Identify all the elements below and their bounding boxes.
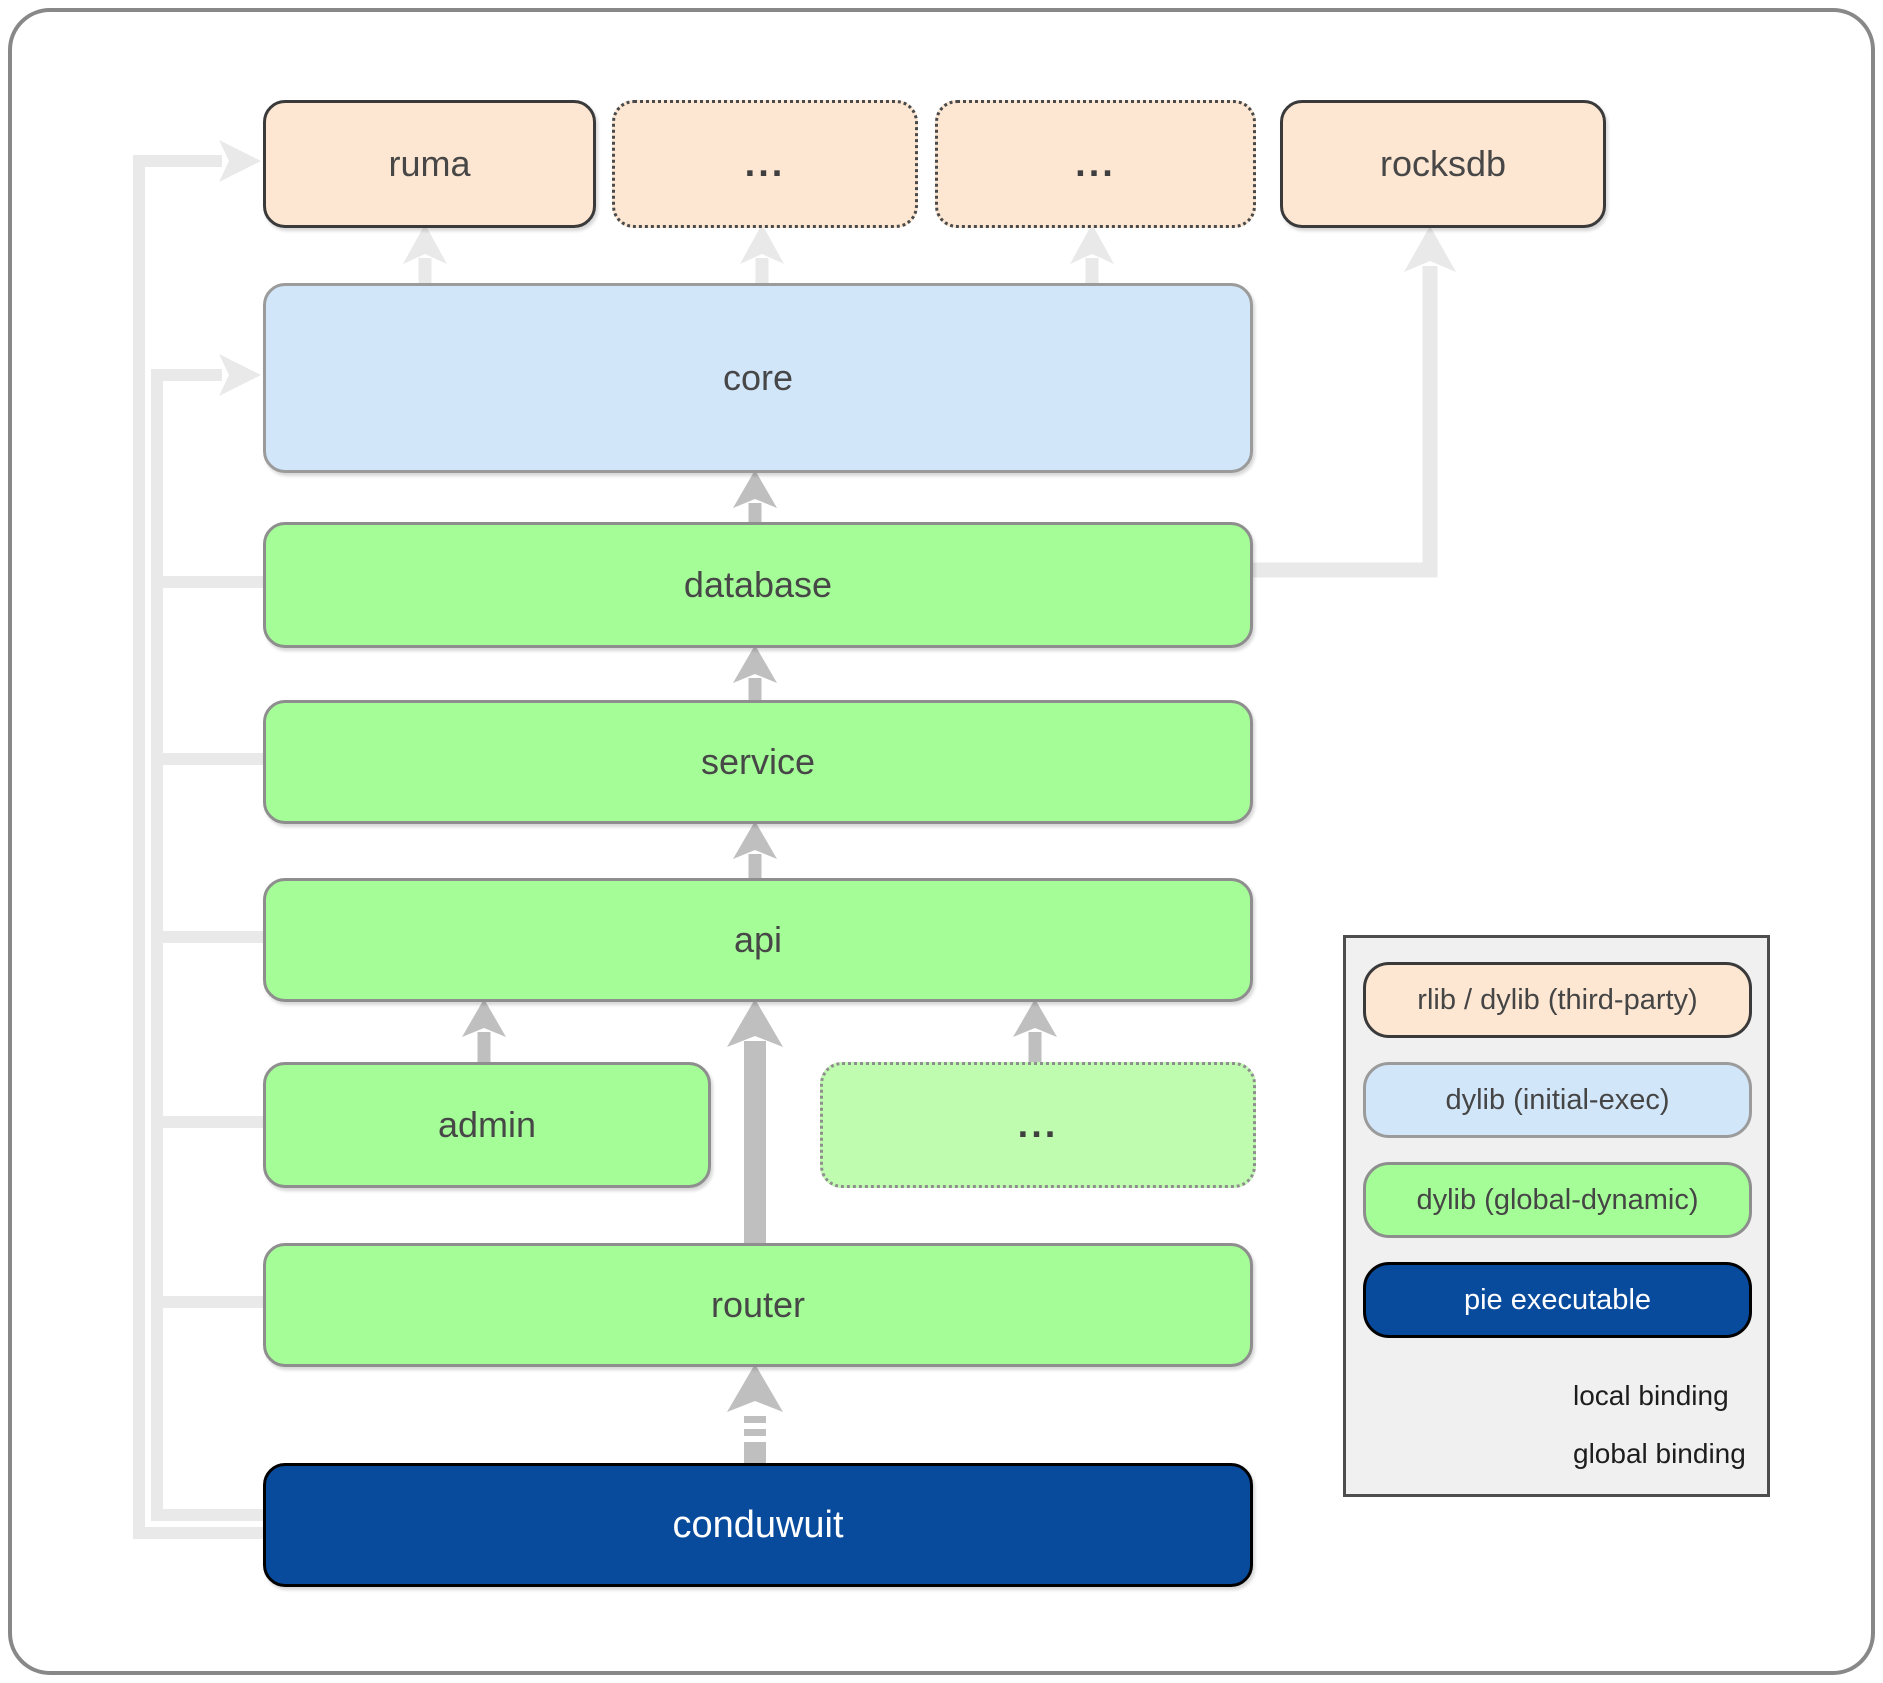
node-third-party-dots-1-label: ... <box>744 142 786 185</box>
legend: rlib / dylib (third-party) dylib (initia… <box>1343 935 1770 1497</box>
node-service-label: service <box>700 741 816 782</box>
node-conduwuit: conduwuit <box>263 1463 1253 1587</box>
legend-item-initial-exec-label: dylib (initial-exec) <box>1445 1083 1670 1116</box>
legend-global-binding-text: global binding <box>1573 1438 1746 1469</box>
legend-item-pie-executable: pie executable <box>1363 1262 1752 1338</box>
arrow-core-to-dots-2 <box>1070 224 1114 283</box>
canvas-border <box>8 8 1875 1675</box>
node-api-label: api <box>733 919 783 960</box>
node-admin: admin <box>263 1062 711 1188</box>
node-conduwuit-label: conduwuit <box>672 1503 844 1546</box>
legend-global-binding-label: global binding <box>1573 1434 1768 1474</box>
legend-item-global-dynamic: dylib (global-dynamic) <box>1363 1162 1752 1238</box>
arrow-conduwuit-to-core <box>151 354 263 1521</box>
arrow-database-to-core <box>733 470 777 522</box>
node-dylib-dots-label: ... <box>1017 1103 1059 1146</box>
arrow-database-to-rocksdb <box>1247 226 1456 578</box>
node-ruma-label: ruma <box>388 143 471 184</box>
arrow-router-to-api <box>727 999 783 1243</box>
node-third-party-dots-2-label: ... <box>1075 142 1116 185</box>
node-api: api <box>263 878 1253 1002</box>
legend-item-third-party: rlib / dylib (third-party) <box>1363 962 1752 1038</box>
node-router-label: router <box>710 1284 806 1325</box>
node-database-label: database <box>683 564 833 605</box>
node-dylib-dots: ... <box>820 1062 1256 1188</box>
arrow-dots-to-api <box>1013 999 1057 1062</box>
arrow-core-to-dots-1 <box>740 224 784 283</box>
legend-local-binding-label: local binding <box>1573 1376 1768 1416</box>
legend-item-global-dynamic-label: dylib (global-dynamic) <box>1416 1183 1699 1216</box>
node-core-label: core <box>722 357 794 398</box>
legend-item-third-party-label: rlib / dylib (third-party) <box>1417 983 1698 1016</box>
legend-item-pie-executable-label: pie executable <box>1463 1283 1652 1316</box>
node-ruma: ruma <box>263 100 596 228</box>
arrow-conduwuit-to-router-local <box>727 1364 783 1463</box>
node-third-party-dots-1: ... <box>612 100 918 228</box>
node-admin-label: admin <box>437 1104 537 1145</box>
node-core: core <box>263 283 1253 473</box>
node-rocksdb-label: rocksdb <box>1379 143 1507 184</box>
arrow-service-to-database <box>733 645 777 700</box>
node-rocksdb: rocksdb <box>1280 100 1606 228</box>
arrow-admin-to-api <box>462 999 506 1062</box>
arrow-api-to-service <box>733 821 777 878</box>
node-service: service <box>263 700 1253 824</box>
rail-stubs-conduwuit-to-dylibs <box>152 576 263 1308</box>
node-third-party-dots-2: ... <box>935 100 1256 228</box>
node-database: database <box>263 522 1253 648</box>
arrow-conduwuit-to-ruma <box>133 140 263 1539</box>
node-router: router <box>263 1243 1253 1367</box>
arrow-core-to-ruma <box>403 224 447 283</box>
legend-item-initial-exec: dylib (initial-exec) <box>1363 1062 1752 1138</box>
legend-local-binding-text: local binding <box>1573 1380 1729 1411</box>
